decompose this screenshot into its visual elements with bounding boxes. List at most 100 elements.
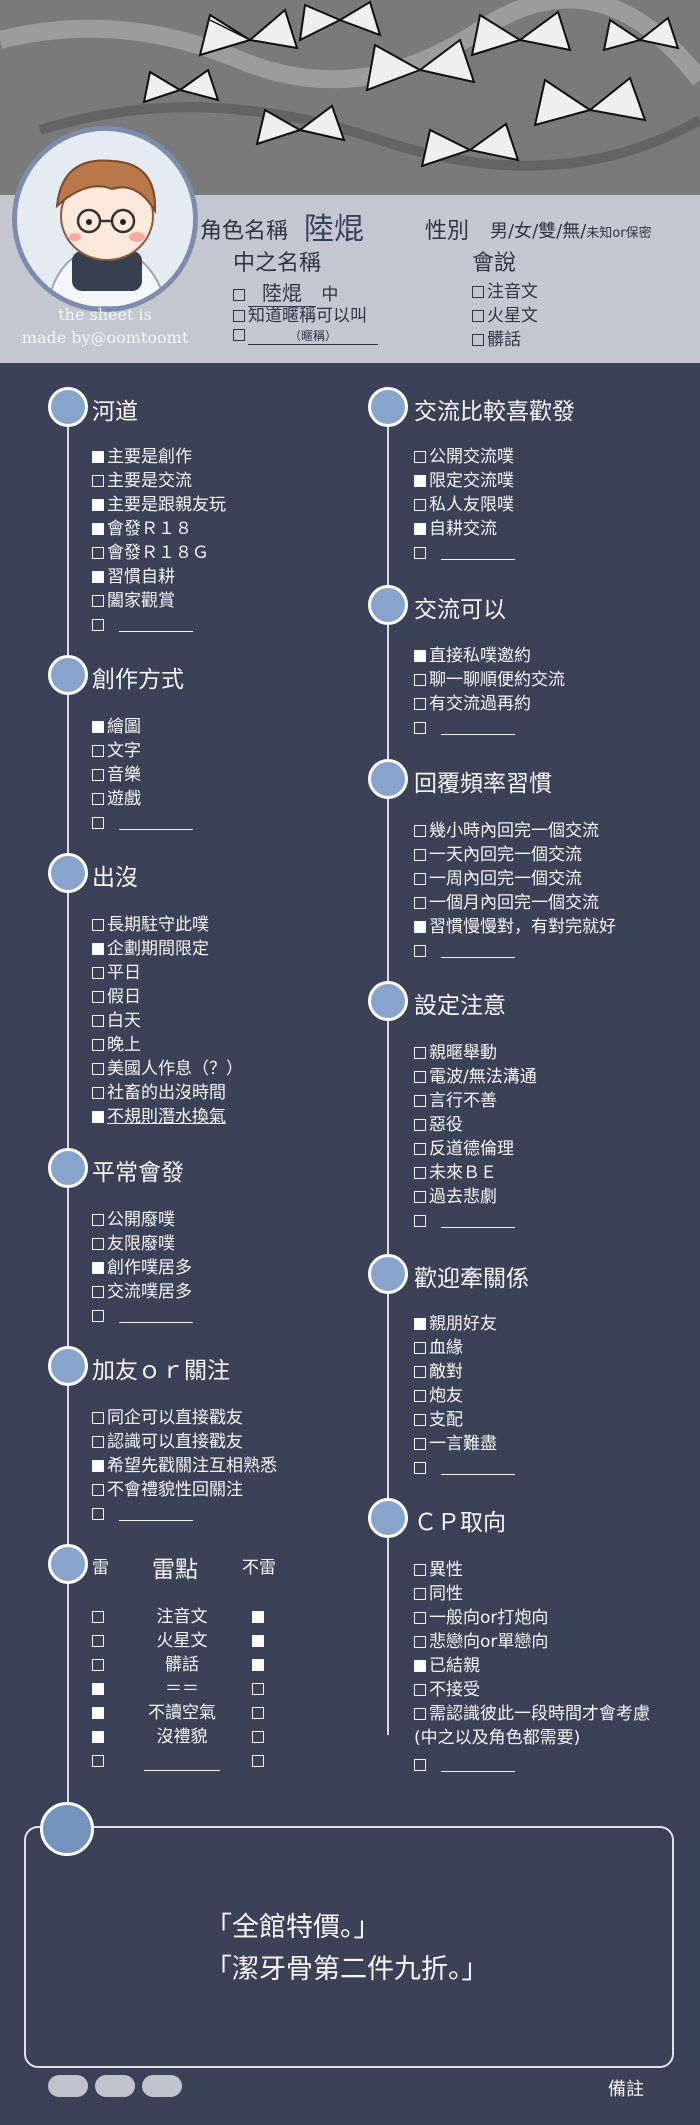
bulei-checkbox[interactable] <box>252 1654 267 1676</box>
list-item[interactable]: 交流噗居多 <box>92 1281 192 1303</box>
speech-option-zhuyin[interactable]: 注音文 <box>472 277 538 302</box>
list-item[interactable]: 會發Ｒ１８Ｇ <box>92 542 209 564</box>
list-item-blank[interactable] <box>414 1210 515 1232</box>
list-item[interactable]: 同性 <box>414 1583 463 1605</box>
list-item[interactable]: 言行不善 <box>414 1090 497 1112</box>
list-item-blank[interactable] <box>414 717 515 739</box>
section-title: 出沒 <box>92 865 138 891</box>
list-item[interactable]: 一言難盡 <box>414 1433 497 1455</box>
list-item[interactable]: 自耕交流 <box>414 518 497 540</box>
list-item[interactable]: 支配 <box>414 1409 463 1431</box>
lei-label: 沒禮貌 <box>156 1727 208 1747</box>
lei-checkbox[interactable] <box>92 1654 107 1676</box>
section-marker <box>48 1346 88 1386</box>
list-item[interactable]: 不會禮貌性回關注 <box>92 1479 243 1501</box>
list-item-blank[interactable] <box>92 812 193 834</box>
list-item[interactable]: 聊一聊順便約交流 <box>414 669 565 691</box>
lei-label: 髒話 <box>165 1655 199 1675</box>
list-item[interactable]: 一般向or打炮向 <box>414 1607 548 1629</box>
lei-checkbox[interactable] <box>92 1606 107 1628</box>
list-item[interactable]: 公開交流噗 <box>414 446 514 468</box>
list-item-blank[interactable] <box>414 542 515 564</box>
list-item[interactable]: 異性 <box>414 1559 463 1581</box>
bulei-checkbox[interactable] <box>252 1630 267 1652</box>
speech-option-martian[interactable]: 火星文 <box>472 301 538 326</box>
nakanohito-option-nickname-ok[interactable]: 知道暱稱可以叫 <box>233 301 367 326</box>
list-item[interactable]: 惡役 <box>414 1114 463 1136</box>
list-item-blank[interactable] <box>92 1305 193 1327</box>
list-item[interactable]: 晚上 <box>92 1034 141 1056</box>
list-item[interactable]: 反道德倫理 <box>414 1138 514 1160</box>
section-title: 創作方式 <box>92 667 184 693</box>
list-item[interactable]: 音樂 <box>92 764 141 786</box>
list-item[interactable]: 主要是創作 <box>92 446 192 468</box>
list-item[interactable]: 習慣自耕 <box>92 566 175 588</box>
speech-option-profanity[interactable]: 髒話 <box>472 325 521 350</box>
lei-checkbox[interactable] <box>92 1726 107 1748</box>
bulei-checkbox[interactable] <box>252 1726 267 1748</box>
list-item[interactable]: 希望先戳關注互相熟悉 <box>92 1455 277 1477</box>
section-title: ＣＰ取向 <box>414 1510 506 1536</box>
list-item[interactable]: 不規則潛水換氣 <box>92 1106 226 1128</box>
list-item[interactable]: 一個月內回完一個交流 <box>414 892 599 914</box>
list-item[interactable]: 敵對 <box>414 1361 463 1383</box>
list-item[interactable]: 文字 <box>92 740 141 762</box>
list-item-blank[interactable] <box>92 1503 193 1525</box>
list-item[interactable]: 親朋好友 <box>414 1313 497 1335</box>
list-item[interactable]: 繪圖 <box>92 716 141 738</box>
list-item[interactable]: 美國人作息（？） <box>92 1058 243 1080</box>
list-item[interactable]: 主要是跟親友玩 <box>92 494 226 516</box>
list-item[interactable]: 有交流過再約 <box>414 693 531 715</box>
list-item[interactable]: 親暱舉動 <box>414 1042 497 1064</box>
list-item[interactable]: 炮友 <box>414 1385 463 1407</box>
list-item[interactable]: 白天 <box>92 1010 141 1032</box>
list-item[interactable]: 私人友限噗 <box>414 494 514 516</box>
list-item[interactable]: 友限廢噗 <box>92 1233 175 1255</box>
nakanohito-option-name[interactable]: 陸焜 中 <box>233 277 338 307</box>
list-item[interactable]: 習慣慢慢對，有對完就好 <box>414 916 616 938</box>
list-item[interactable]: 遊戲 <box>92 788 141 810</box>
list-item[interactable]: 過去悲劇 <box>414 1186 497 1208</box>
list-item[interactable]: 長期駐守此噗 <box>92 914 209 936</box>
header-banner <box>0 0 700 195</box>
list-item-blank[interactable] <box>414 940 515 962</box>
list-item[interactable]: 社畜的出沒時間 <box>92 1082 226 1104</box>
lei-blank[interactable] <box>144 1750 220 1771</box>
list-item[interactable]: 幾小時內回完一個交流 <box>414 820 599 842</box>
list-item[interactable]: 已結親 <box>414 1655 480 1677</box>
list-item[interactable]: 平日 <box>92 962 141 984</box>
list-item[interactable]: 電波/無法溝通 <box>414 1066 537 1088</box>
list-item[interactable]: 不接受 <box>414 1679 480 1701</box>
bulei-checkbox[interactable] <box>252 1678 267 1700</box>
list-item-blank[interactable] <box>92 614 193 636</box>
bulei-checkbox[interactable] <box>252 1606 267 1628</box>
list-item[interactable]: 限定交流噗 <box>414 470 514 492</box>
list-item-blank[interactable] <box>414 1754 515 1776</box>
list-item[interactable]: 一周內回完一個交流 <box>414 868 582 890</box>
list-item[interactable]: 假日 <box>92 986 141 1008</box>
gender-label: 性別 <box>425 219 470 244</box>
bulei-checkbox[interactable] <box>252 1702 267 1724</box>
list-item[interactable]: 同企可以直接戳友 <box>92 1407 243 1429</box>
list-item[interactable]: 未來ＢＥ <box>414 1162 497 1184</box>
list-item[interactable]: 直接私噗邀約 <box>414 645 531 667</box>
list-item[interactable]: 創作噗居多 <box>92 1257 192 1279</box>
list-item[interactable]: 血緣 <box>414 1337 463 1359</box>
list-item[interactable]: 闔家觀賞 <box>92 590 175 612</box>
remark-box <box>24 1826 674 2068</box>
list-item[interactable]: 認識可以直接戳友 <box>92 1431 243 1453</box>
list-item[interactable]: 主要是交流 <box>92 470 192 492</box>
lei-checkbox[interactable] <box>92 1678 107 1700</box>
list-item[interactable]: 需認識彼此一段時間才會考慮 <box>414 1703 650 1725</box>
lei-checkbox[interactable] <box>92 1750 107 1772</box>
list-item[interactable]: 公開廢噗 <box>92 1209 175 1231</box>
nakanohito-option-nickname[interactable]: （暱稱） <box>233 325 378 345</box>
lei-checkbox[interactable] <box>92 1630 107 1652</box>
list-item[interactable]: 會發Ｒ１８ <box>92 518 192 540</box>
bulei-checkbox[interactable] <box>252 1750 267 1772</box>
list-item[interactable]: 企劃期間限定 <box>92 938 209 960</box>
lei-checkbox[interactable] <box>92 1702 107 1724</box>
list-item[interactable]: 悲戀向or單戀向 <box>414 1631 548 1653</box>
list-item-blank[interactable] <box>414 1457 515 1479</box>
list-item[interactable]: 一天內回完一個交流 <box>414 844 582 866</box>
